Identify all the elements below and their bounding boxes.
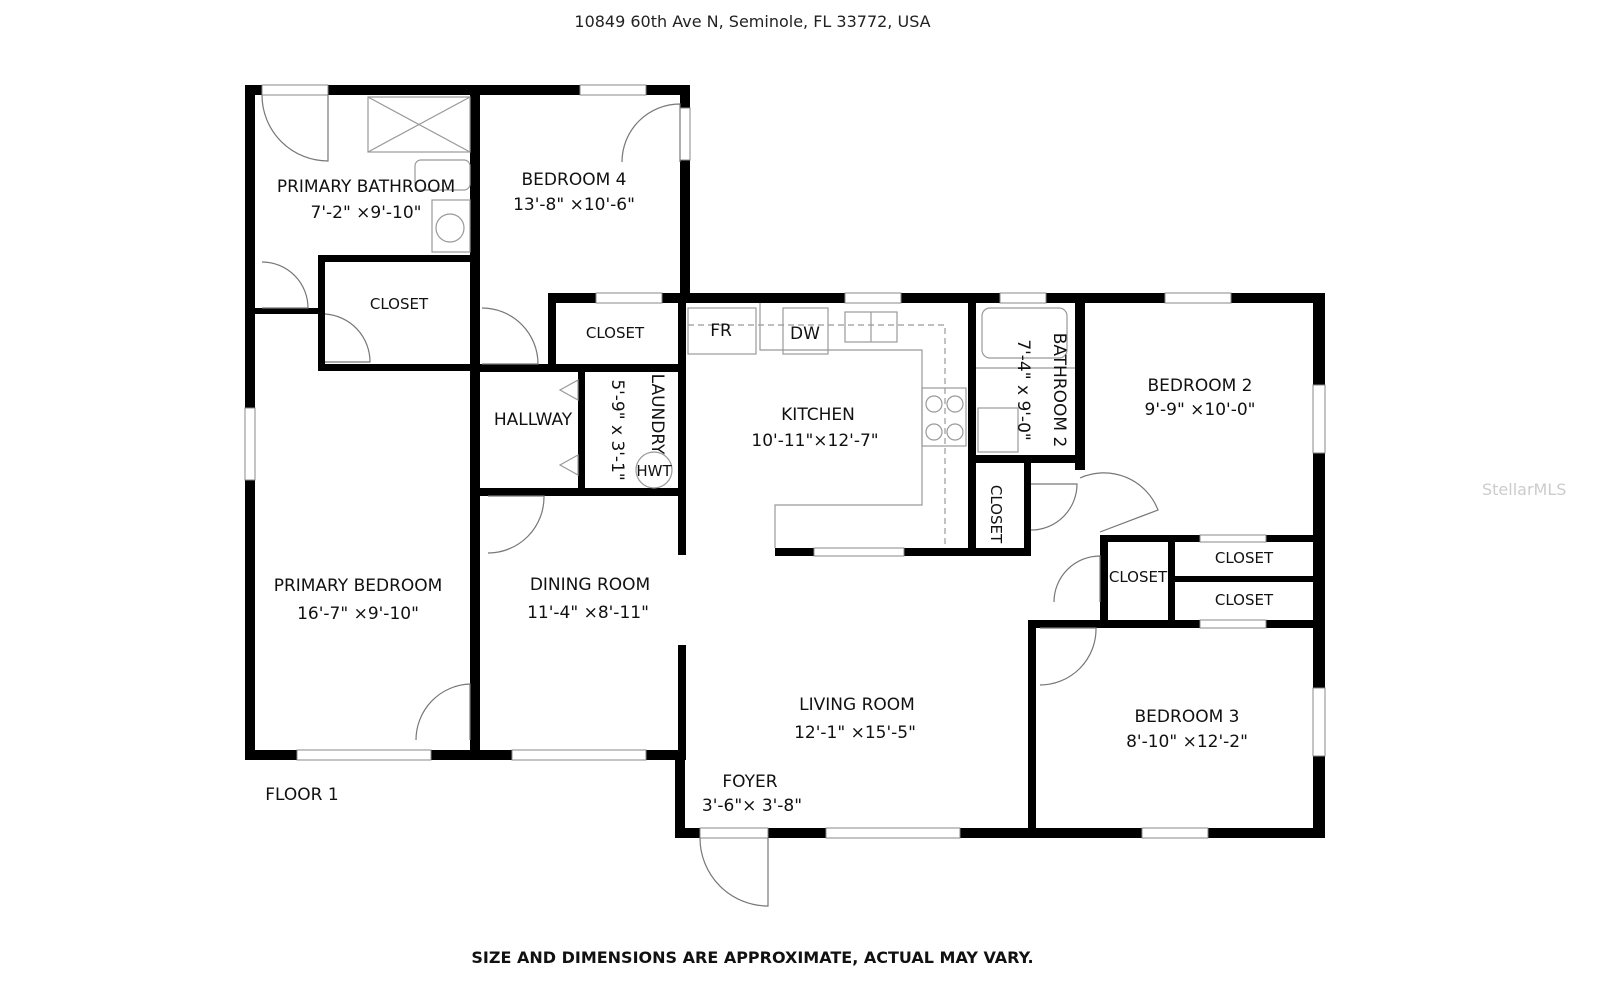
- dining-room-dims: 11'-4" ×8'-11": [527, 603, 649, 623]
- primary-bathroom-label: PRIMARY BATHROOM: [277, 177, 455, 197]
- hwt-label: HWT: [636, 462, 672, 480]
- foyer-dims: 3'-6"× 3'-8": [702, 796, 802, 816]
- fixtures: [367, 96, 1075, 548]
- bedroom-2-dims: 9'-9" ×10'-0": [1145, 400, 1256, 420]
- closet-primary-label: CLOSET: [370, 295, 429, 313]
- dining-room-label: DINING ROOM: [530, 575, 650, 595]
- living-room-dims: 12'-1" ×15'-5": [794, 723, 916, 743]
- doors: [261, 94, 1159, 907]
- primary-bathroom-dims: 7'-2" ×9'-10": [311, 203, 422, 223]
- dishwasher-label: DW: [790, 324, 820, 344]
- bedroom-4-dims: 13'-8" ×10'-6": [513, 195, 635, 215]
- fridge-label: FR: [710, 321, 732, 341]
- primary-bedroom-dims: 16'-7" ×9'-10": [297, 604, 419, 624]
- water-heater-icon: [635, 451, 673, 489]
- bedroom-3-dims: 8'-10" ×12'-2": [1126, 732, 1248, 752]
- closet-a-label: CLOSET: [1109, 568, 1168, 586]
- address-title: 10849 60th Ave N, Seminole, FL 33772, US…: [574, 12, 931, 31]
- room-labels: PRIMARY BATHROOM 7'-2" ×9'-10" BEDROOM 4…: [265, 170, 1274, 816]
- disclaimer-text: SIZE AND DIMENSIONS ARE APPROXIMATE, ACT…: [471, 948, 1034, 967]
- watermark-logo: StellarMLS: [1482, 480, 1567, 499]
- bedroom-3-label: BEDROOM 3: [1135, 707, 1240, 727]
- laundry-label: LAUNDRY: [647, 374, 667, 455]
- bathroom-2-dims: 7'-4" x 9'-0": [1013, 339, 1033, 440]
- laundry-dims: 5'-9" x 3'-1": [607, 379, 627, 480]
- closet-bath2-label: CLOSET: [987, 485, 1005, 544]
- floor-label: FLOOR 1: [265, 785, 338, 805]
- living-room-label: LIVING ROOM: [799, 695, 915, 715]
- primary-bedroom-label: PRIMARY BEDROOM: [274, 576, 443, 596]
- bathroom-2-label: BATHROOM 2: [1049, 333, 1069, 448]
- foyer-label: FOYER: [722, 772, 777, 792]
- closet-b-label: CLOSET: [1215, 549, 1274, 567]
- kitchen-label: KITCHEN: [781, 405, 855, 425]
- windows: [244, 84, 1326, 839]
- hallway-label: HALLWAY: [494, 410, 573, 430]
- bedroom-2-label: BEDROOM 2: [1148, 376, 1253, 396]
- closet-hall-label: CLOSET: [586, 324, 645, 342]
- bedroom-4-label: BEDROOM 4: [522, 170, 627, 190]
- closet-c-label: CLOSET: [1215, 591, 1274, 609]
- kitchen-dims: 10'-11"×12'-7": [751, 431, 878, 451]
